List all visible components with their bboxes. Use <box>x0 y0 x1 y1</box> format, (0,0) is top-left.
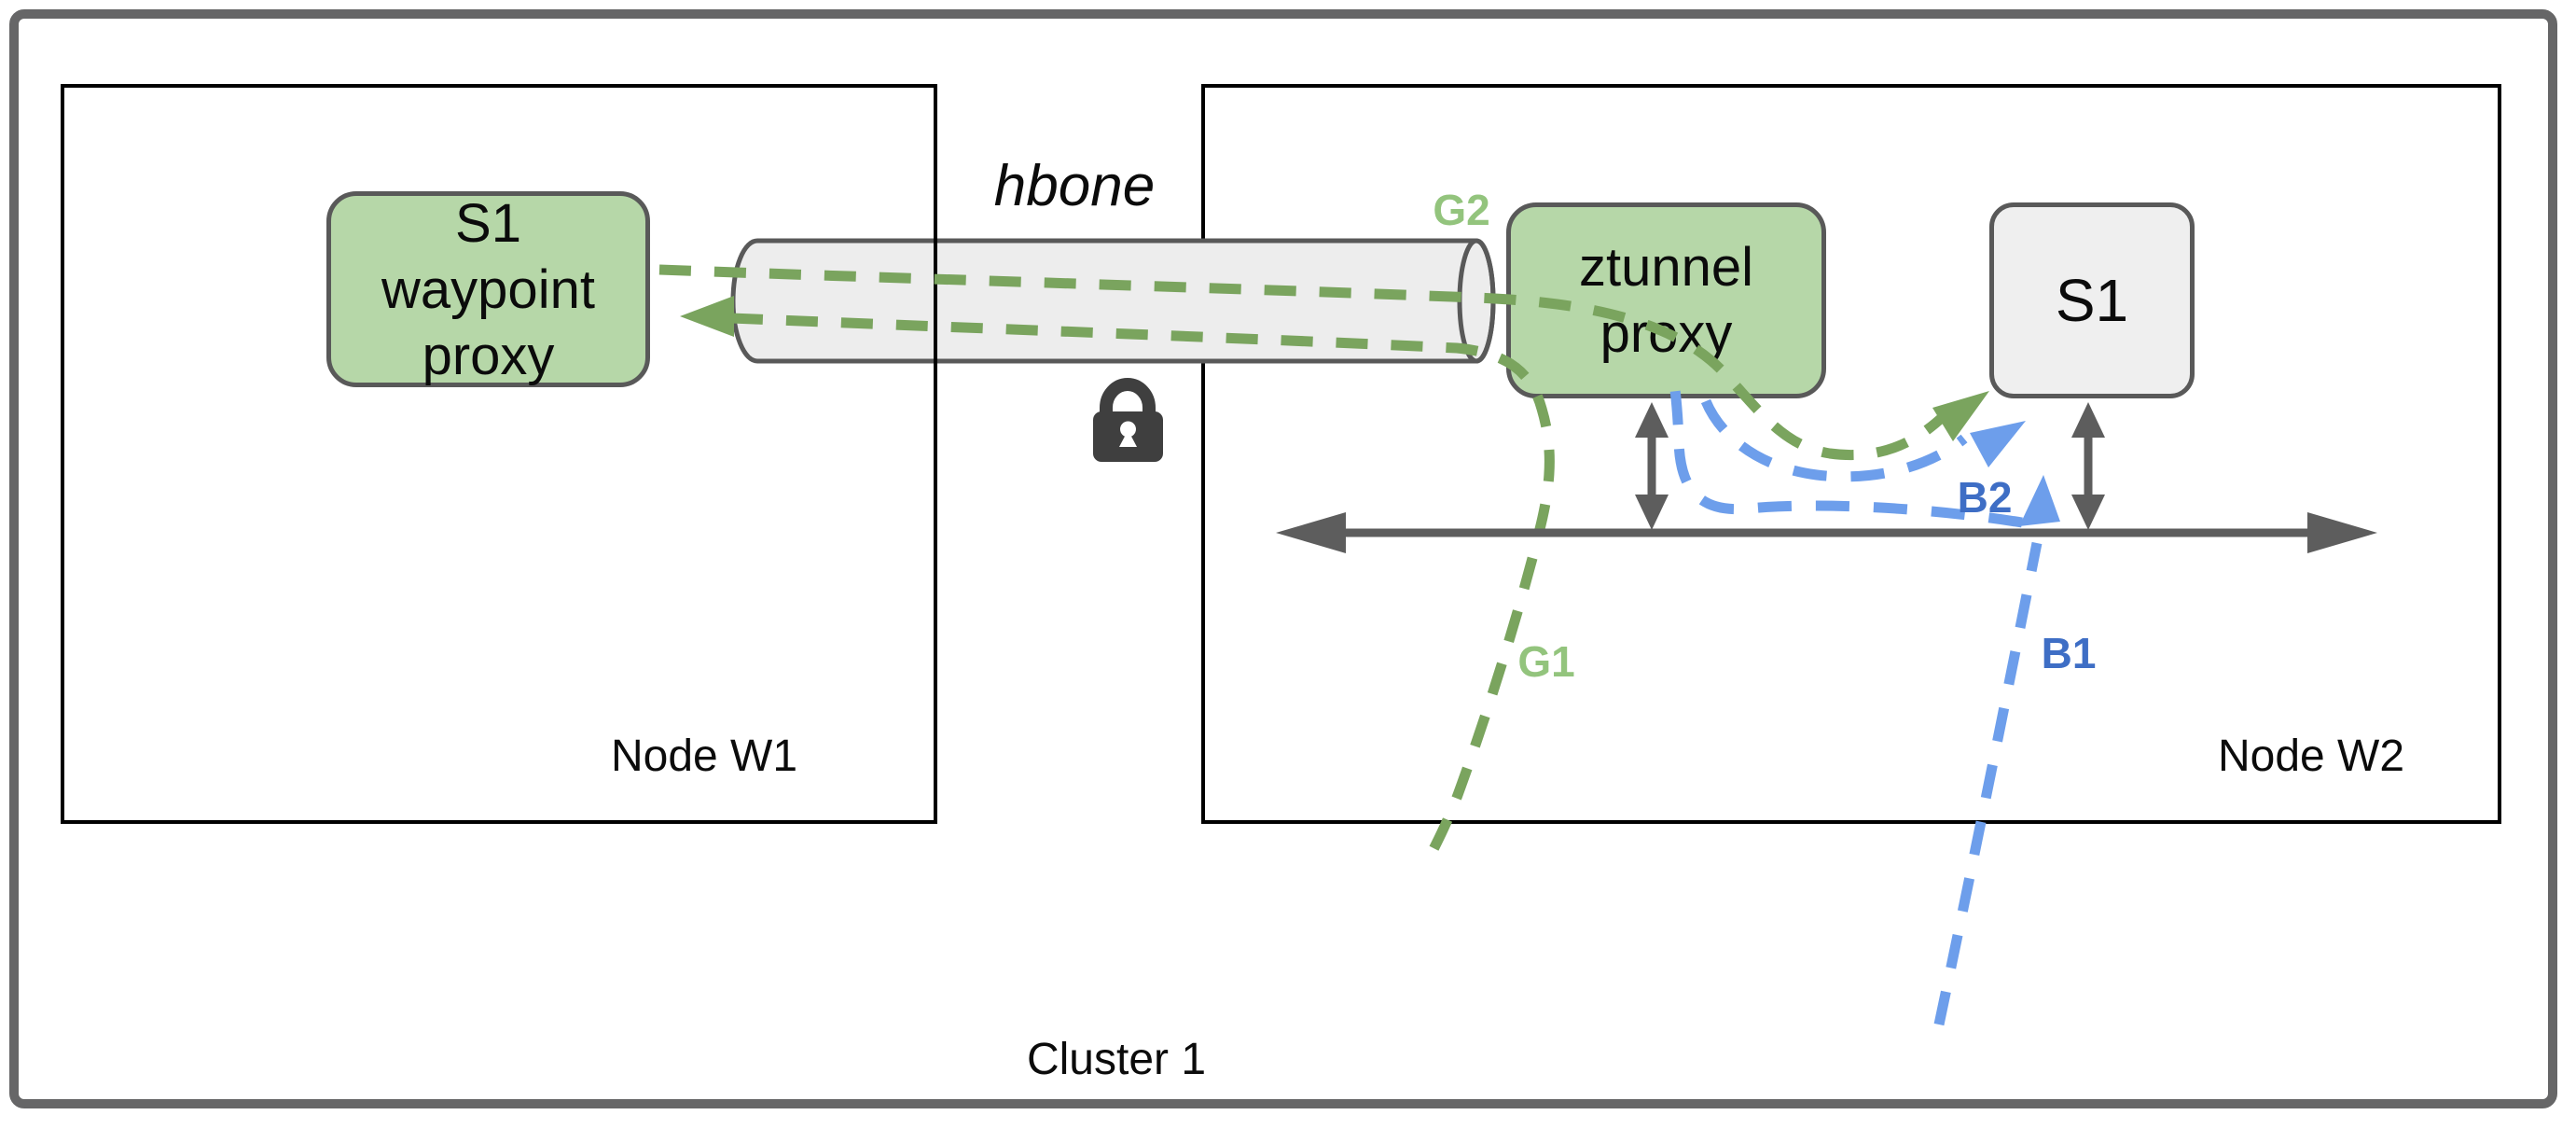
green-arrowhead-to-s1 <box>1932 391 1989 441</box>
ztunnel-interface-double-arrow <box>1635 402 1669 530</box>
node-w2-box <box>1201 84 2501 824</box>
lock-icon <box>1093 378 1163 462</box>
interface-right-arrowhead <box>2307 512 2377 553</box>
service-s1-box: S1 <box>1989 202 2195 398</box>
s1-interface-double-arrow <box>2071 402 2105 530</box>
flow-label-g1: G1 <box>1517 637 1575 686</box>
blue-arrowhead-b2 <box>1970 421 2026 467</box>
blue-flow-b2-path <box>1700 398 1968 482</box>
waypoint-proxy-box: S1 waypoint proxy <box>326 191 650 387</box>
waypoint-proxy-line3: proxy <box>422 325 555 386</box>
green-flow-upper-path <box>658 264 1948 460</box>
cluster-1-box <box>9 9 2557 1108</box>
blue-flow-redirect-path <box>1667 369 2023 528</box>
flow-label-b2: B2 <box>1957 473 2013 522</box>
blue-arrowhead-b1 <box>2019 475 2060 526</box>
waypoint-proxy-line2: waypoint <box>381 258 595 320</box>
blue-flow-b1-path <box>1933 541 2043 1026</box>
flow-label-g2: G2 <box>1433 186 1490 234</box>
green-flow-lower-path <box>730 313 1555 869</box>
ztunnel-proxy-line1: ztunnel <box>1578 237 1754 298</box>
service-s1-label: S1 <box>2055 267 2129 334</box>
waypoint-proxy-line1: S1 <box>455 192 521 254</box>
node-w1-label: Node W1 <box>610 732 798 781</box>
cluster-1-label: Cluster 1 <box>1026 1035 1207 1084</box>
hbone-label: hbone <box>993 154 1156 218</box>
green-arrowhead-to-waypoint <box>680 296 734 337</box>
interface-left-arrowhead <box>1276 512 1346 553</box>
node-w2-label: Node W2 <box>2217 732 2405 781</box>
node-w1-box <box>61 84 937 824</box>
flow-label-b1: B1 <box>2041 629 2097 677</box>
